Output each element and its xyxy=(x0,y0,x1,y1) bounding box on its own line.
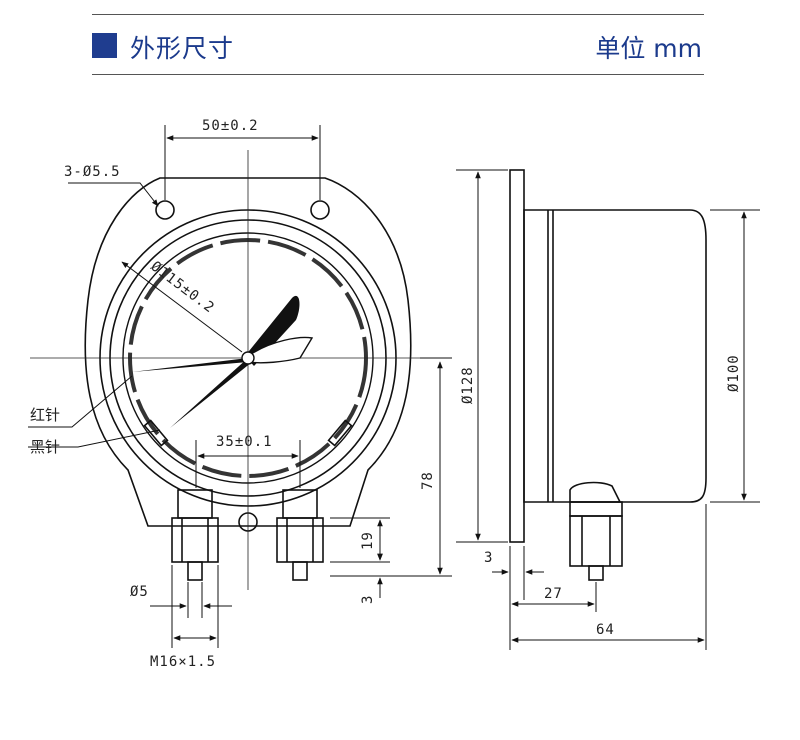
front-dimensions xyxy=(28,125,452,648)
front-flange-outline xyxy=(84,177,412,527)
right-fitting-tip xyxy=(292,561,308,581)
front-centerlines xyxy=(30,150,450,590)
dim-fitting-position: 27 xyxy=(544,586,563,602)
contact-stop-right xyxy=(327,419,353,447)
black-pointer xyxy=(245,295,300,366)
left-hex-fitting xyxy=(171,517,219,563)
dim-contact-spacing: 35±0.1 xyxy=(216,434,273,450)
black-pointer-needle xyxy=(170,358,252,428)
dim-mount-holes: 3-Ø5.5 xyxy=(64,164,121,180)
pointers xyxy=(132,295,314,428)
unit-label: 单位 mm xyxy=(595,34,702,63)
section-title: 外形尺寸 xyxy=(130,34,235,63)
dim-height-78: 78 xyxy=(420,471,436,490)
dim-flange-thickness: 3 xyxy=(484,550,493,566)
header-top-rule xyxy=(92,14,704,15)
dim-flange-diameter: Ø128 xyxy=(460,366,476,404)
red-pointer-needle xyxy=(132,358,248,372)
header-bottom-rule xyxy=(92,74,704,75)
dim-overall-depth: 64 xyxy=(596,622,615,638)
dim-thread: M16×1.5 xyxy=(150,654,216,670)
section-header: 外形尺寸 单位 mm xyxy=(0,0,800,80)
label-black-pointer: 黑针 xyxy=(30,438,60,456)
mount-hole-right xyxy=(310,200,330,220)
left-stem-block xyxy=(177,489,213,519)
side-case xyxy=(523,209,707,503)
pointer-hub xyxy=(241,351,255,365)
dim-tip-3: 3 xyxy=(360,595,376,604)
dim-fitting-19: 19 xyxy=(360,531,376,550)
side-fitting-tip xyxy=(588,565,604,581)
side-fitting-hex xyxy=(569,515,623,567)
dim-case-diameter: Ø100 xyxy=(726,354,742,392)
side-dimensions xyxy=(456,169,760,650)
dim-hole-5: Ø5 xyxy=(130,584,149,600)
right-hex-fitting xyxy=(276,517,324,563)
pointer-counterweight xyxy=(247,336,314,364)
label-red-pointer: 红针 xyxy=(30,406,60,424)
section-marker-square xyxy=(92,33,117,58)
side-view xyxy=(509,169,707,581)
dim-hole-spacing: 50±0.2 xyxy=(202,118,259,134)
mount-hole-left xyxy=(155,200,175,220)
left-fitting-tip xyxy=(187,561,203,581)
side-flange xyxy=(509,169,525,543)
right-stem-block xyxy=(282,489,318,519)
side-fitting-boss xyxy=(569,481,622,503)
